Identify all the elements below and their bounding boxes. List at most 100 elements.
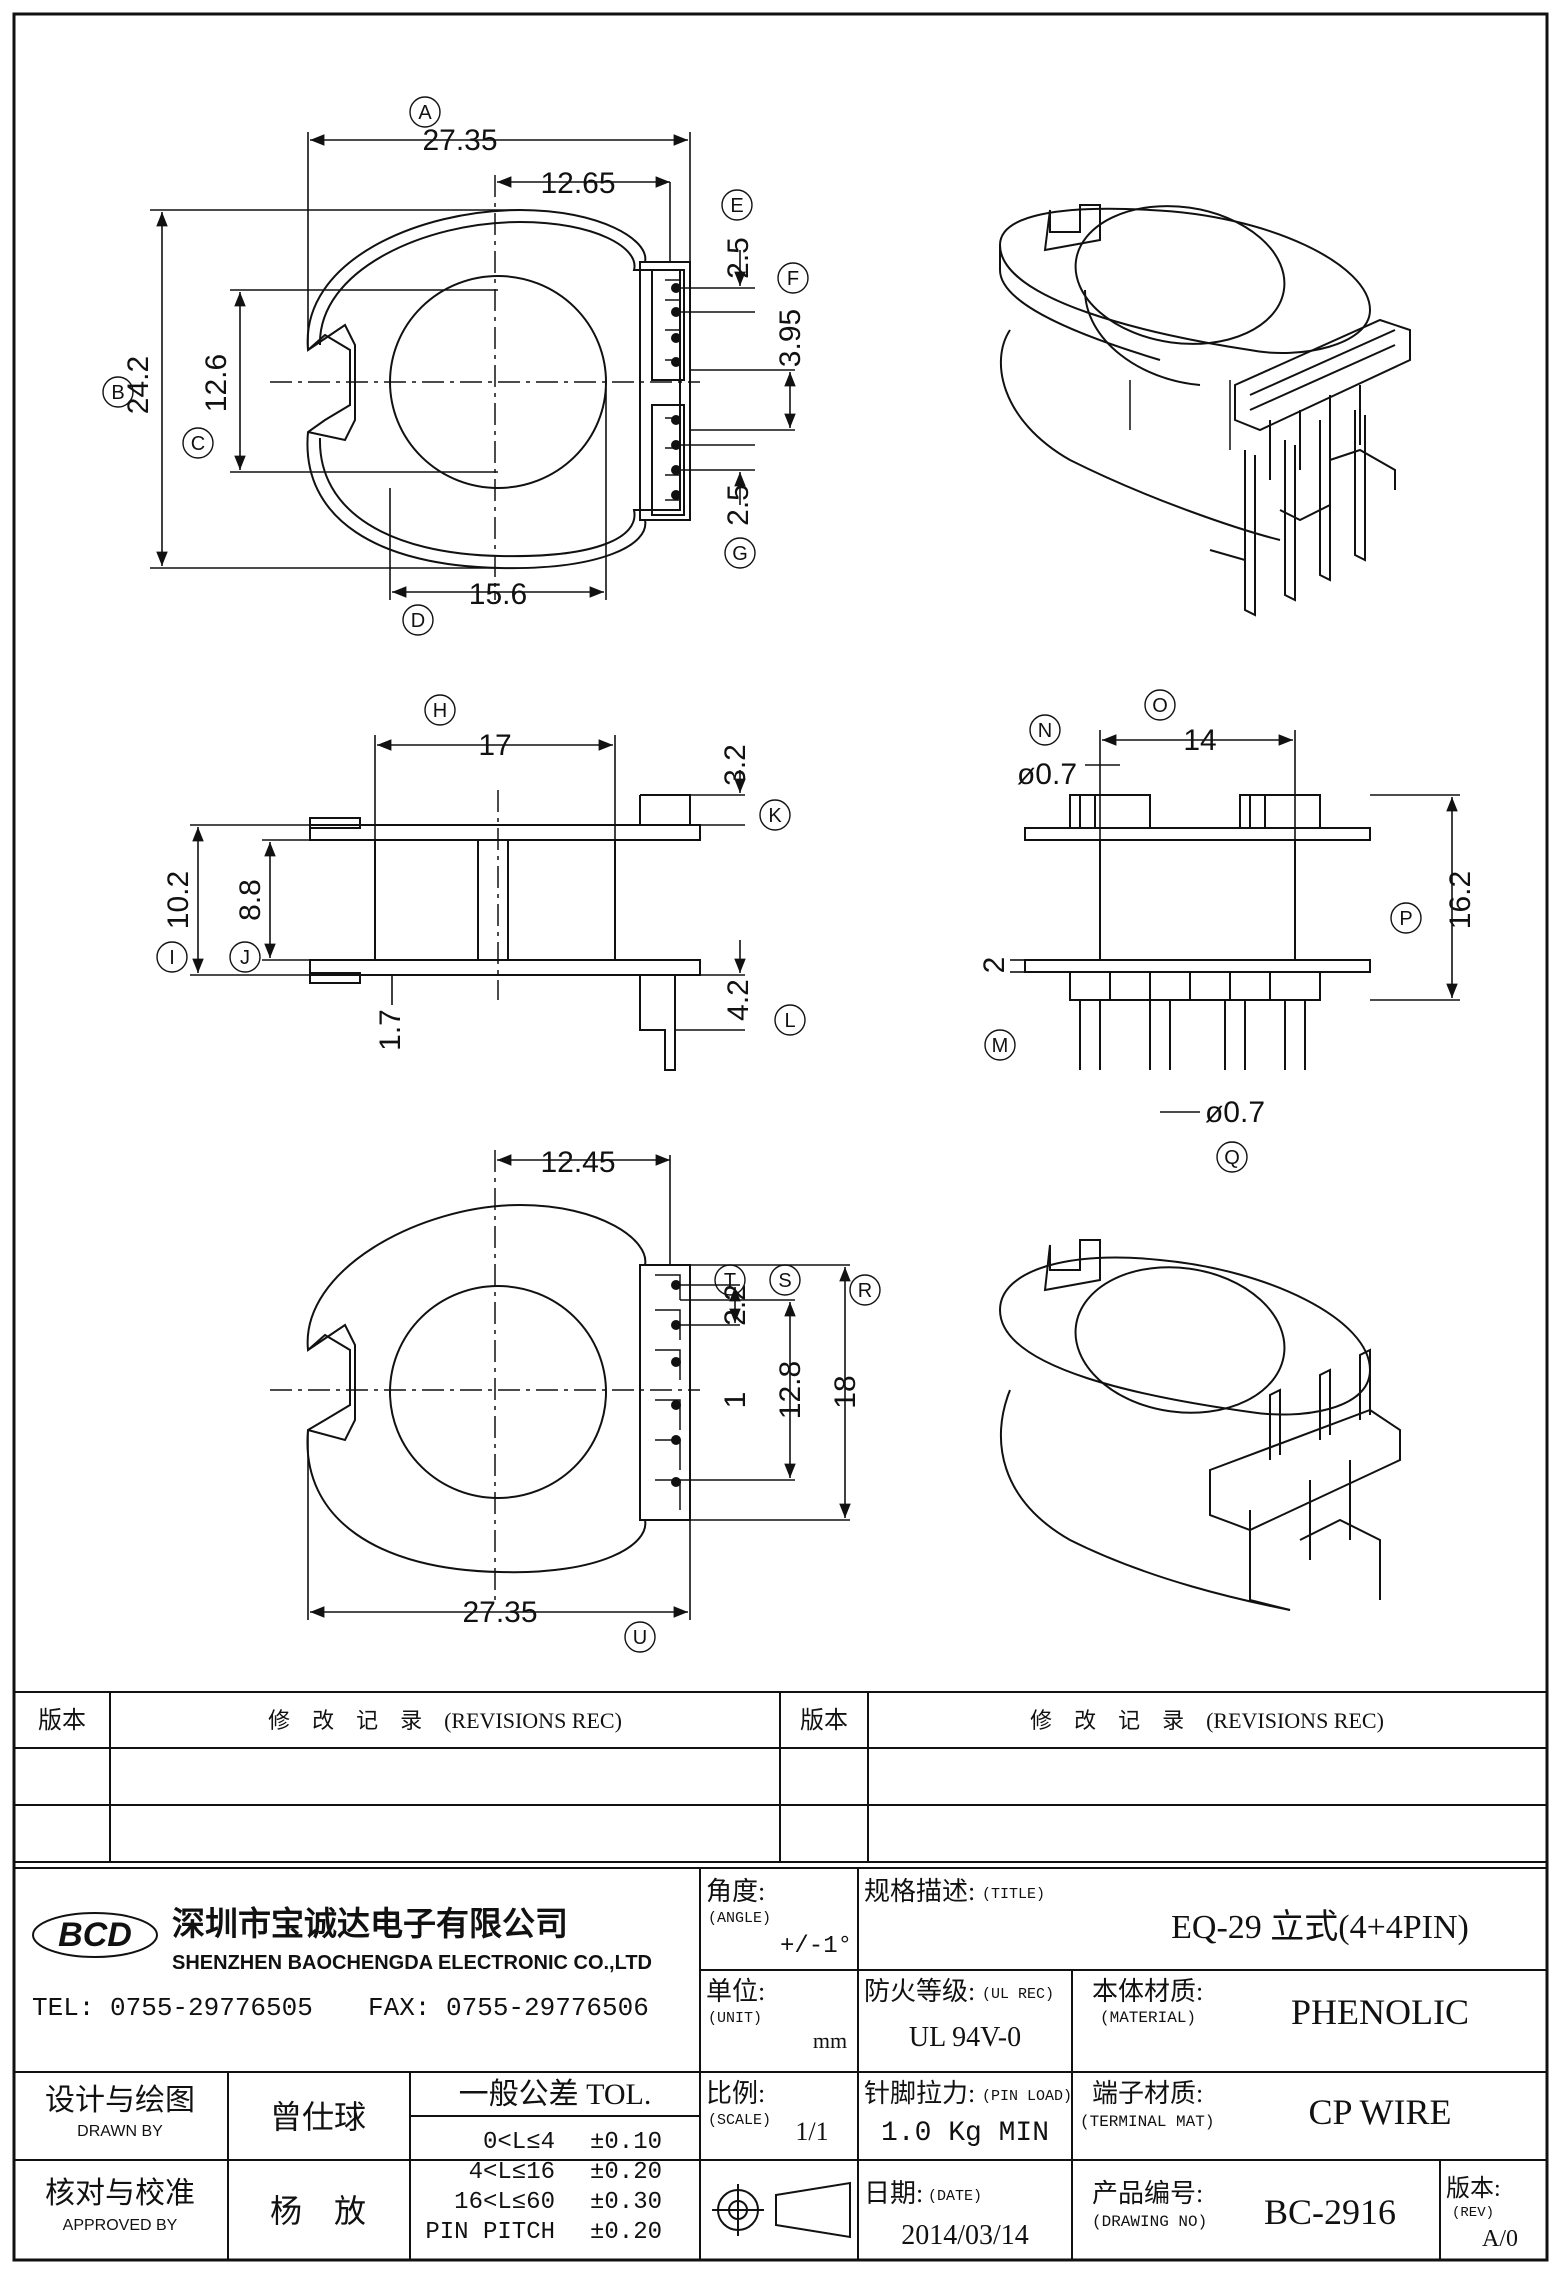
tol-range: 16<L≤60: [454, 2189, 555, 2216]
top-view-pin-block: [639, 261, 691, 521]
callout-h: H: [433, 700, 447, 722]
title-block: [13, 1691, 1548, 2261]
material-label: 本体材质:: [1092, 1977, 1203, 2006]
material-sub: (MATERIAL): [1100, 2009, 1196, 2027]
dim-10-2: 10.2: [162, 871, 195, 929]
dim-12-65: 12.65: [540, 167, 615, 200]
dim-2-5-top: 2.5: [722, 237, 755, 279]
dim-17: 17: [478, 729, 511, 762]
dim-18: 18: [829, 1375, 862, 1408]
pin-load-value: 1.0 Kg MIN: [881, 2118, 1049, 2149]
callout-g: G: [732, 543, 748, 565]
dim-12-45: 12.45: [540, 1146, 615, 1179]
front-view-dimensions: [1010, 730, 1460, 1113]
dim-1-7: 1.7: [374, 1009, 407, 1051]
drawing-no-value: BC-2916: [1264, 2192, 1396, 2232]
top-view-dimensions: [150, 132, 796, 600]
dim-14: 14: [1183, 724, 1216, 757]
tol-value: ±0.20: [590, 2219, 662, 2246]
rev-label-right: 版本: [800, 1707, 848, 1734]
tolerance-table: 0<L≤4 ±0.10 4<L≤16 ±0.20 16<L≤60 ±0.30 P…: [425, 2129, 662, 2246]
front-view-dim-labels: 14 ø0.7 16.2 2 ø0.7: [978, 724, 1477, 1129]
dim-1: 1: [719, 1392, 752, 1409]
callout-j: J: [240, 947, 250, 969]
callout-b: B: [111, 382, 124, 404]
bottom-view: [270, 1150, 700, 1600]
dim-27-35-bottom: 27.35: [462, 1596, 537, 1629]
callout-e: E: [730, 195, 743, 217]
callout-m: M: [992, 1035, 1009, 1057]
pin-load-sub: (PIN LOAD): [982, 2088, 1072, 2105]
dim-2: 2: [978, 957, 1011, 974]
fire-label: 防火等级:: [864, 1977, 975, 2006]
dim-3-2: 3.2: [719, 744, 752, 786]
callout-p: P: [1399, 908, 1412, 930]
callout-r: R: [858, 1280, 872, 1302]
side-view: [309, 790, 701, 1071]
callout-i: I: [169, 947, 175, 969]
approved-value: 杨 放: [270, 2193, 366, 2229]
tolerance-label: 一般公差 TOL.: [459, 2078, 652, 2111]
dim-pin-dia-top: ø0.7: [1017, 758, 1077, 791]
drawing-no-label: 产品编号:: [1092, 2179, 1203, 2208]
callout-f: F: [787, 268, 799, 290]
rev-label: 版本:: [1446, 2175, 1501, 2202]
terminal-value: CP WIRE: [1308, 2092, 1451, 2132]
bottom-view-dim-labels: 12.45 2.2 1 12.8 18 27.35: [462, 1146, 862, 1629]
dim-24-2: 24.2: [122, 356, 155, 414]
material-value: PHENOLIC: [1291, 1992, 1469, 2032]
dim-2-2: 2.2: [719, 1284, 752, 1326]
tol-range: 0<L≤4: [483, 2129, 555, 2156]
callout-o: O: [1152, 695, 1168, 717]
date-value: 2014/03/14: [901, 2220, 1029, 2251]
dim-12-8: 12.8: [774, 1361, 807, 1419]
unit-label: 单位:: [706, 1977, 765, 2006]
side-view-dim-labels: 17 3.2 10.2 8.8 1.7 4.2: [162, 729, 755, 1051]
iso-view-bottom: [998, 1239, 1401, 1611]
dim-pin-dia-bottom: ø0.7: [1205, 1096, 1265, 1129]
scale-sub: (SCALE): [708, 2112, 771, 2129]
company-tel: TEL: 0755-29776505: [32, 1993, 313, 2023]
approved-sub: APPROVED BY: [63, 2217, 178, 2234]
fire-value: UL 94V-0: [909, 2022, 1021, 2053]
tol-value: ±0.10: [590, 2129, 662, 2156]
callout-s: S: [778, 1270, 791, 1292]
title-label: 规格描述:: [864, 1877, 975, 1906]
scale-value: 1/1: [795, 2117, 828, 2146]
callout-k: K: [768, 805, 782, 827]
unit-sub: (UNIT): [708, 2010, 762, 2027]
unit-value: mm: [813, 2028, 847, 2053]
title-value: EQ-29 立式(4+4PIN): [1171, 1908, 1469, 1946]
dim-16-2: 16.2: [1444, 871, 1477, 929]
rev-record-right: 修 改 记 录 (REVISIONS REC): [1030, 1708, 1384, 1733]
angle-value: +/-1°: [780, 1933, 852, 1960]
tol-range: 4<L≤16: [469, 2159, 555, 2186]
callout-c: C: [191, 433, 205, 455]
top-view-outline-inner: [318, 220, 681, 558]
dim-8-8: 8.8: [234, 879, 267, 921]
scale-label: 比例:: [706, 2079, 765, 2108]
top-view-outline: [306, 208, 691, 570]
date-sub: (DATE): [928, 2188, 982, 2205]
dim-4-2: 4.2: [722, 979, 755, 1021]
top-view: [270, 175, 700, 600]
date-label: 日期:: [864, 2179, 923, 2208]
tol-value: ±0.30: [590, 2189, 662, 2216]
tol-value: ±0.20: [590, 2159, 662, 2186]
drawn-label: 设计与绘图: [45, 2084, 195, 2117]
callout-q: Q: [1224, 1147, 1240, 1169]
terminal-label: 端子材质:: [1092, 2079, 1203, 2108]
company-name-cn: 深圳市宝诚达电子有限公司: [172, 1905, 568, 1943]
angle-label: 角度:: [706, 1877, 765, 1906]
drawn-sub: DRAWN BY: [77, 2123, 163, 2140]
callout-l: L: [784, 1010, 795, 1032]
svg-text:BCD: BCD: [58, 1916, 132, 1954]
iso-view-top: [998, 204, 1411, 617]
dim-15-6: 15.6: [469, 578, 527, 611]
company-name-en: SHENZHEN BAOCHENGDA ELECTRONIC CO.,LTD: [172, 1952, 652, 1974]
dim-27-35-top: 27.35: [422, 124, 497, 157]
company-fax: FAX: 0755-29776506: [368, 1993, 649, 2023]
projection-symbol-icon: [712, 2181, 851, 2239]
terminal-sub: (TERMINAL MAT): [1080, 2113, 1214, 2131]
